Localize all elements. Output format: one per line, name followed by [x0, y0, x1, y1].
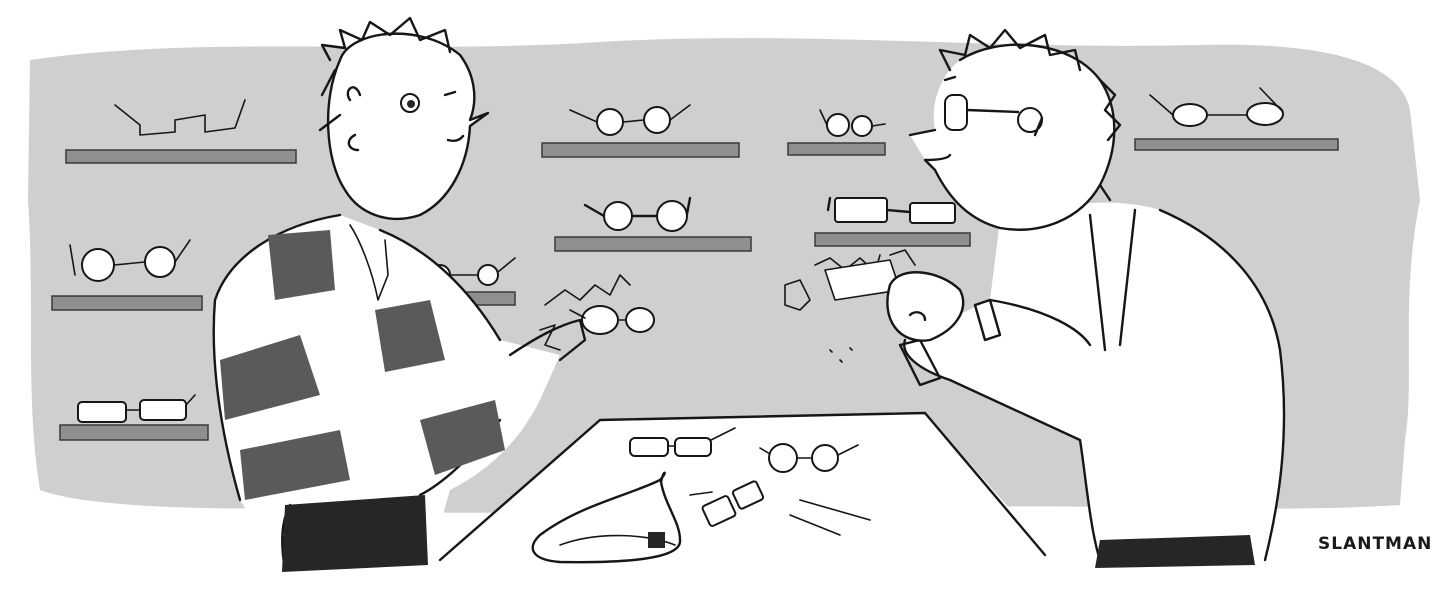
shelf-middle-left [51, 239, 203, 311]
shelf-top-center [541, 104, 740, 158]
shelf-middle-center [554, 196, 752, 252]
shelf-top-right-center [787, 109, 886, 156]
optician-right [898, 28, 1286, 568]
artist-signature: SLANTMAN [1318, 534, 1433, 554]
glasses-held-left [539, 274, 655, 351]
shelf-top-right [1134, 87, 1339, 151]
customer-left [212, 16, 587, 572]
shelf-top-left [65, 99, 297, 164]
shelf-middle-right-center [814, 196, 971, 247]
glasses-held-right [784, 249, 965, 363]
glasses-on-counter [629, 427, 871, 536]
shelf-bottom-left [59, 394, 209, 441]
display-tray [531, 471, 682, 564]
